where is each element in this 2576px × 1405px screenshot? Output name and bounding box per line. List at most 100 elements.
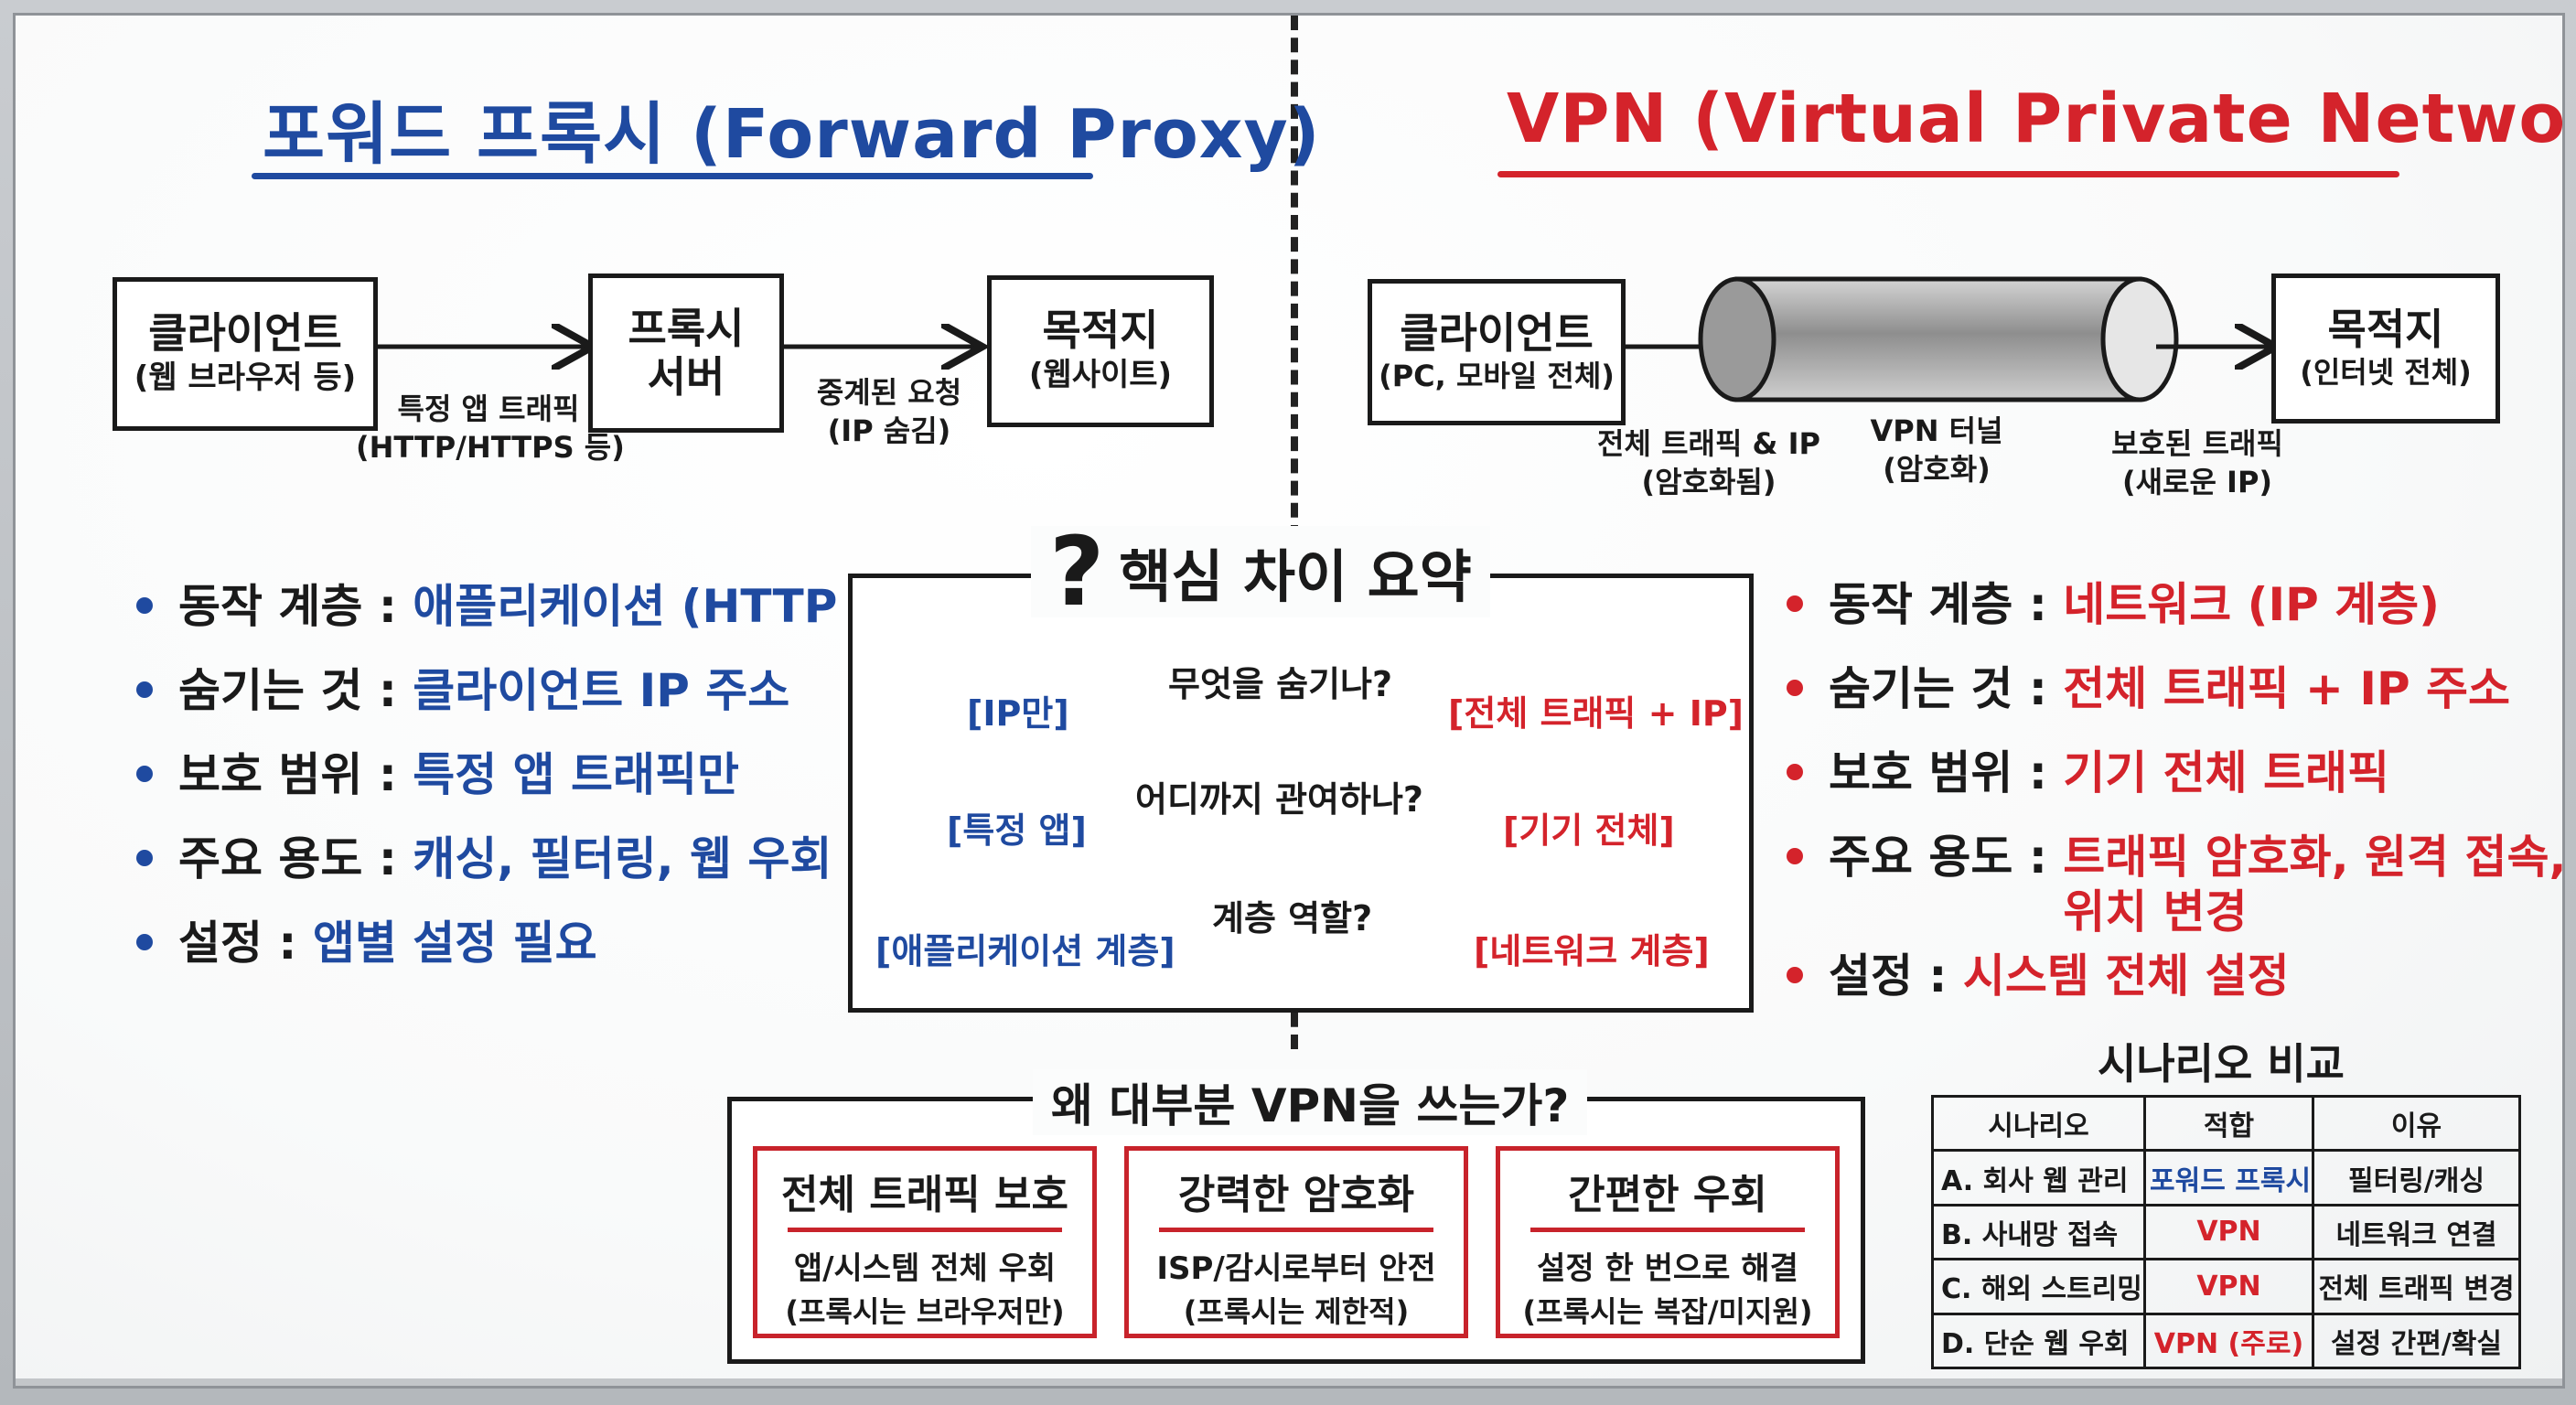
why-card-easy-bypass: 간편한 우회 설정 한 번으로 해결 (프록시는 복잡/미지원): [1496, 1146, 1840, 1338]
scenario-cell: D. 단순 웹 우회: [1931, 1312, 2146, 1370]
table-row: A. 회사 웹 관리 포워드 프록시 필터링/캐싱: [1931, 1149, 2521, 1207]
vpn-title-underline: [1497, 171, 2399, 177]
reason-cell: 전체 트래픽 변경: [2312, 1258, 2521, 1315]
summary-left-1: [IP만]: [967, 693, 1069, 734]
scenario-cell: A. 회사 웹 관리: [1931, 1149, 2146, 1207]
vpn-destination-title: 목적지: [2327, 304, 2444, 354]
proxy-arrow1-label: 특정 앱 트래픽 (HTTP/HTTPS 등): [356, 391, 625, 467]
vpn-tunnel-icon: [1698, 276, 2179, 402]
summary-right-3: [네트워크 계층]: [1474, 931, 1710, 971]
proxy-bullet-setup: 설정 : 앱별 설정 필요: [136, 916, 917, 1000]
vpn-label-tunnel: VPN 터널 (암호화): [1845, 413, 2028, 488]
why-card-1-line2: (프록시는 브라우저만): [785, 1294, 1065, 1329]
vpn-title: VPN (Virtual Private Network): [1507, 80, 2565, 158]
vpn-label-traffic-line1: 전체 트래픽 & IP: [1597, 426, 1820, 461]
why-card-1-line1: 앱/시스템 전체 우회: [793, 1250, 1057, 1287]
proxy-arrow1-label-line1: 특정 앱 트래픽: [397, 391, 580, 426]
fit-cell: VPN (주로): [2143, 1312, 2314, 1370]
why-card-3-line1: 설정 한 번으로 해결: [1537, 1250, 1798, 1287]
proxy-arrow1-label-line2: (HTTP/HTTPS 등): [356, 429, 625, 465]
forward-proxy-title-underline: [252, 173, 1093, 179]
proxy-server-line2: 서버: [647, 352, 725, 402]
whiteboard-surface: 포워드 프록시 (Forward Proxy) VPN (Virtual Pri…: [13, 13, 2565, 1389]
summary-header: ? 핵심 차이 요약: [1031, 516, 1490, 627]
proxy-server-line1: 프록시: [628, 304, 745, 354]
scenario-header-fit: 적합: [2143, 1094, 2314, 1153]
proxy-arrow2-label: 중계된 요청 (IP 숨김): [793, 374, 985, 450]
proxy-destination-sub: (웹사이트): [1028, 357, 1173, 394]
scenario-header-row: 시나리오 적합 이유: [1931, 1094, 2521, 1153]
proxy-client-box: 클라이언트 (웹 브라우저 등): [113, 277, 378, 431]
summary-right-2: [기기 전체]: [1503, 810, 1675, 851]
why-card-encryption: 강력한 암호화 ISP/감시로부터 안전 (프록시는 제한적): [1124, 1146, 1468, 1338]
vpn-client-sub: (PC, 모바일 전체): [1379, 358, 1615, 393]
question-mark-icon: ?: [1049, 516, 1105, 627]
summary-left-2: [특정 앱]: [947, 810, 1087, 851]
why-card-full-traffic: 전체 트래픽 보호 앱/시스템 전체 우회 (프록시는 브라우저만): [753, 1146, 1097, 1338]
proxy-destination-box: 목적지 (웹사이트): [987, 275, 1214, 427]
why-card-1-underline: [788, 1228, 1062, 1232]
marker-tray: [16, 1378, 2562, 1386]
vpn-bullet-hides: 숨기는 것 : 전체 트래픽 + IP 주소: [1787, 661, 2562, 745]
summary-left-3: [애플리케이션 계층]: [875, 931, 1175, 971]
vpn-client-box: 클라이언트 (PC, 모바일 전체): [1368, 279, 1626, 425]
summary-question-1: 무엇을 숨기나?: [1168, 664, 1393, 704]
vpn-destination-sub: (인터넷 전체): [2300, 354, 2472, 390]
proxy-bullet-hides: 숨기는 것 : 클라이언트 IP 주소: [136, 663, 917, 747]
vpn-label-tunnel-line1: VPN 터널: [1870, 413, 2003, 448]
vpn-destination-box: 목적지 (인터넷 전체): [2271, 273, 2500, 424]
proxy-server-box: 프록시 서버: [588, 273, 784, 433]
proxy-client-sub: (웹 브라우저 등): [134, 359, 357, 397]
scenario-header-scenario: 시나리오: [1931, 1094, 2146, 1153]
proxy-destination-title: 목적지: [1042, 306, 1159, 356]
reason-cell: 설정 간편/확실: [2312, 1312, 2521, 1370]
why-card-2-title: 강력한 암호화: [1177, 1172, 1415, 1218]
summary-title: 핵심 차이 요약: [1119, 543, 1472, 610]
vpn-client-title: 클라이언트: [1400, 307, 1594, 358]
table-row: D. 단순 웹 우회 VPN (주로) 설정 간편/확실: [1931, 1312, 2521, 1370]
vpn-bullet-layer: 동작 계층 : 네트워크 (IP 계층): [1787, 577, 2562, 661]
summary-question-2: 어디까지 관여하나?: [1135, 779, 1423, 820]
reason-cell: 네트워크 연결: [2312, 1203, 2521, 1261]
why-card-2-line1: ISP/감시로부터 안전: [1156, 1250, 1436, 1287]
scenario-table: 시나리오 적합 이유 A. 회사 웹 관리 포워드 프록시 필터링/캐싱 B. …: [1931, 1094, 2521, 1370]
proxy-bullet-list: 동작 계층 : 애플리케이션 (HTTP 등) 숨기는 것 : 클라이언트 IP…: [136, 579, 917, 1000]
summary-question-3: 계층 역할?: [1212, 898, 1373, 938]
fit-cell: 포워드 프록시: [2143, 1149, 2314, 1207]
scenario-title: 시나리오 비교: [2098, 1039, 2345, 1089]
proxy-client-title: 클라이언트: [148, 308, 342, 359]
fit-cell: VPN: [2143, 1258, 2314, 1315]
why-card-3-underline: [1530, 1228, 1805, 1232]
why-card-2-line2: (프록시는 제한적): [1183, 1294, 1410, 1329]
scenario-header-reason: 이유: [2312, 1094, 2521, 1153]
table-row: B. 사내망 접속 VPN 네트워크 연결: [1931, 1203, 2521, 1261]
vpn-bullet-usage: 주요 용도 : 트래픽 암호화, 원격 접속,위치 변경: [1787, 830, 2562, 949]
vpn-label-tunnel-line2: (암호화): [1883, 451, 1991, 487]
proxy-bullet-usage: 주요 용도 : 캐싱, 필터링, 웹 우회: [136, 831, 917, 916]
scenario-cell: B. 사내망 접속: [1931, 1203, 2146, 1261]
vpn-bullet-scope: 보호 범위 : 기기 전체 트래픽: [1787, 745, 2562, 830]
why-card-3-line2: (프록시는 복잡/미지원): [1522, 1294, 1813, 1329]
fit-cell: VPN: [2143, 1203, 2314, 1261]
vpn-bullet-setup: 설정 : 시스템 전체 설정: [1787, 949, 2562, 1033]
reason-cell: 필터링/캐싱: [2312, 1149, 2521, 1207]
proxy-bullet-scope: 보호 범위 : 특정 앱 트래픽만: [136, 747, 917, 831]
vpn-label-traffic: 전체 트래픽 & IP (암호화됨): [1576, 425, 1841, 501]
table-row: C. 해외 스트리밍 VPN 전체 트래픽 변경: [1931, 1258, 2521, 1315]
summary-right-1: [전체 트래픽 + IP]: [1448, 693, 1744, 734]
why-card-2-underline: [1159, 1228, 1433, 1232]
proxy-arrow2-label-line1: 중계된 요청: [816, 375, 962, 410]
scenario-cell: C. 해외 스트리밍: [1931, 1258, 2146, 1315]
why-card-1-title: 전체 트래픽 보호: [781, 1172, 1068, 1218]
forward-proxy-title: 포워드 프록시 (Forward Proxy): [263, 95, 1321, 174]
vpn-bullet-list: 동작 계층 : 네트워크 (IP 계층) 숨기는 것 : 전체 트래픽 + IP…: [1787, 577, 2562, 1033]
proxy-arrow2-label-line2: (IP 숨김): [827, 413, 951, 448]
why-card-3-title: 간편한 우회: [1568, 1172, 1767, 1218]
vpn-label-protected-line2: (새로운 IP): [2121, 464, 2273, 499]
why-vpn-title: 왜 대부분 VPN을 쓰는가?: [1033, 1069, 1588, 1135]
vpn-label-protected-line1: 보호된 트래픽: [2111, 426, 2283, 461]
vpn-label-protected: 보호된 트래픽 (새로운 IP): [2092, 425, 2302, 501]
vpn-label-traffic-line2: (암호화됨): [1641, 464, 1776, 499]
proxy-bullet-layer: 동작 계층 : 애플리케이션 (HTTP 등): [136, 579, 917, 663]
